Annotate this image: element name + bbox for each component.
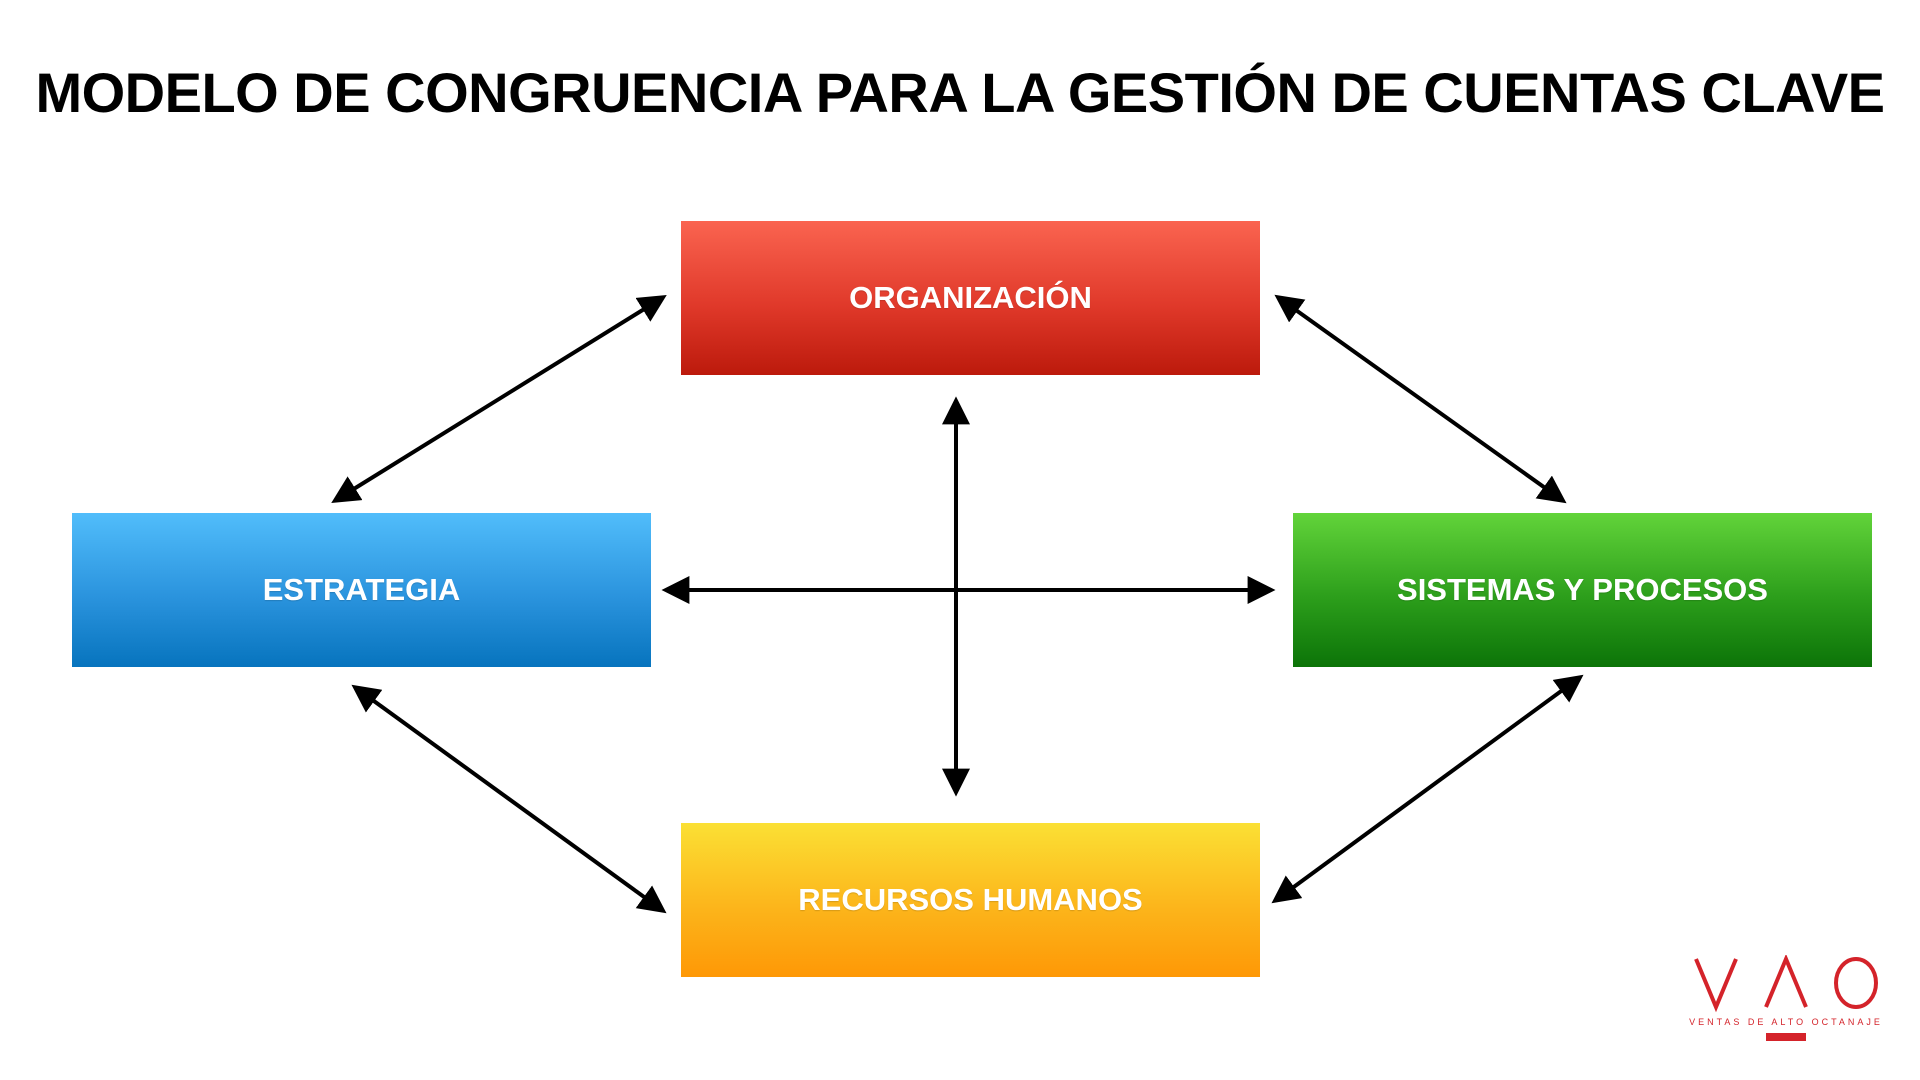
arrow-sistemas-recursos <box>1271 674 1584 904</box>
arrow-organizacion-sistemas <box>1274 294 1567 504</box>
arrow-estrategia-recursos <box>351 684 667 914</box>
node-organizacion-label: ORGANIZACIÓN <box>849 280 1092 315</box>
vao-logo-v <box>1694 958 1738 1013</box>
node-estrategia-label: ESTRATEGIA <box>262 572 461 607</box>
vao-logo-underline <box>1766 1033 1806 1041</box>
node-sistemas-label: SISTEMAS Y PROCESOS <box>1397 572 1768 607</box>
node-recursos-label: RECURSOS HUMANOS <box>798 882 1143 917</box>
vao-logo-tagline: VENTAS DE ALTO OCTANAJE <box>1689 1017 1883 1027</box>
node-recursos-humanos: RECURSOS HUMANOS <box>681 823 1260 977</box>
node-estrategia: ESTRATEGIA <box>72 513 651 667</box>
vao-logo <box>1694 955 1878 1041</box>
slide-title: MODELO DE CONGRUENCIA PARA LA GESTIÓN DE… <box>35 61 1885 124</box>
vao-logo-o <box>1834 957 1878 1009</box>
node-sistemas-procesos: SISTEMAS Y PROCESOS <box>1293 513 1872 667</box>
vao-logo-lambda <box>1764 955 1808 1008</box>
arrow-organizacion-estrategia <box>331 295 667 503</box>
node-organizacion: ORGANIZACIÓN <box>681 221 1260 375</box>
